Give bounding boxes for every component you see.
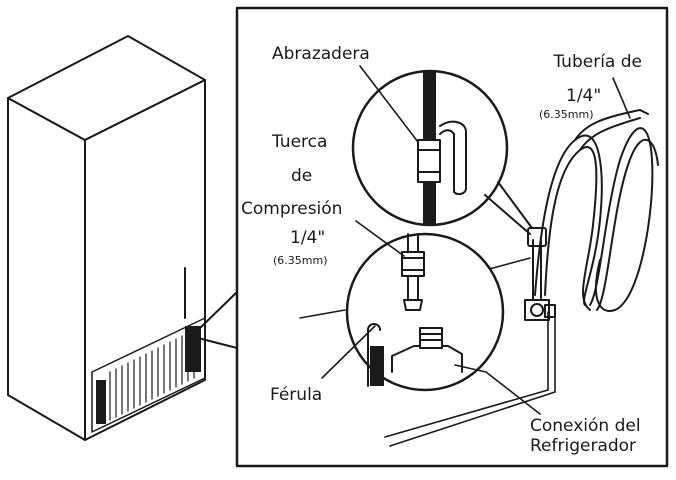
label-nut-mm: (6.35mm) [273,254,328,267]
label-connection-line1: Conexión del [530,416,641,436]
label-nut-line2: de [291,166,313,186]
label-tubing-size: 1/4" [566,86,602,106]
refrigerator-side-panel [7,97,86,441]
refrigerator-back-panel [84,79,206,441]
label-tubing-title: Tubería de [553,52,642,72]
refrigerator-valve [524,299,556,321]
label-leaders [321,65,631,415]
refrigerator-illustration [7,35,206,441]
magnifier-fitting [345,232,505,392]
coiled-tubing [534,109,659,312]
label-ferrule: Férula [270,385,323,405]
leader-line-bottom [197,337,238,349]
label-connection-line2: Refrigerador [530,436,637,456]
label-nut-line3: Compresión [241,199,343,219]
refrigerator-compressor-area [91,267,206,433]
leader-line-top [197,291,238,331]
magnifier-clamp [351,69,509,227]
clamp-small [527,227,547,247]
label-nut-line1: Tuerca [272,132,328,152]
label-clamp: Abrazadera [272,44,370,64]
label-tubing-mm: (6.35mm) [539,108,594,121]
label-nut-size: 1/4" [290,228,326,248]
